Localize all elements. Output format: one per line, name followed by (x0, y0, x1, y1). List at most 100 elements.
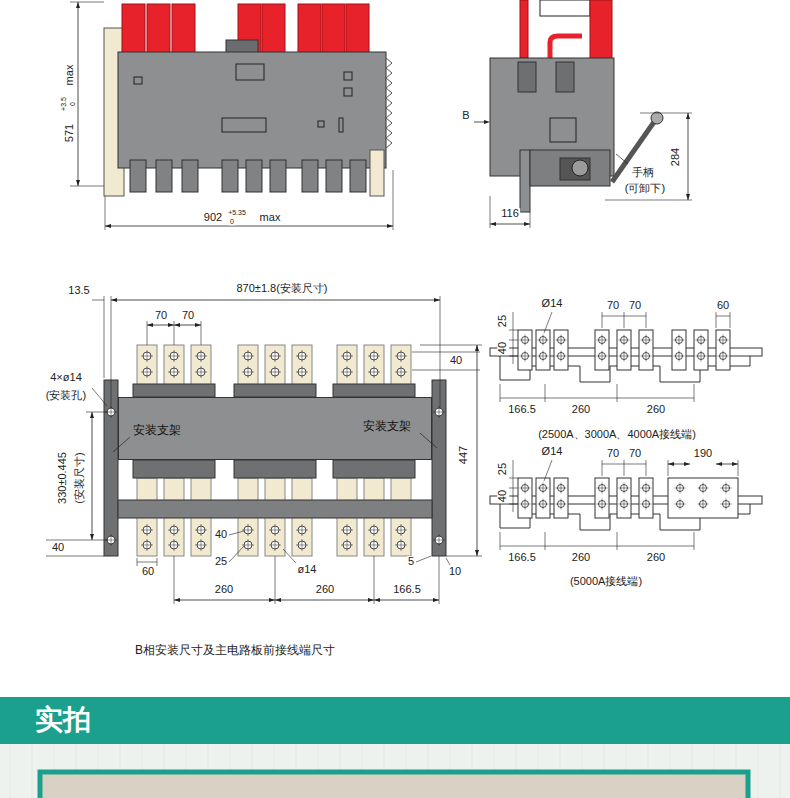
center-mark (201, 524, 202, 536)
extension-line (605, 200, 692, 201)
dimension-line (78, 2, 79, 186)
dimension-arrow (174, 323, 180, 327)
busbar (191, 345, 211, 385)
center-mark (401, 350, 402, 362)
dimension-label: 166.5 (507, 404, 537, 416)
dimension-label: 40 (497, 341, 509, 355)
center-mark (201, 539, 202, 551)
extension-line (420, 345, 482, 346)
busbar (292, 345, 312, 385)
cover (540, 0, 590, 16)
extension-line (530, 212, 531, 228)
center-mark (174, 350, 175, 362)
dimension-label: 0 (229, 218, 235, 225)
center-mark (701, 351, 702, 362)
dimension-line (137, 562, 157, 563)
dimension-label: ø14 (297, 564, 318, 576)
extension-line (716, 312, 717, 328)
dimension-line (275, 600, 374, 601)
dimension-label: 40 (497, 489, 509, 503)
dimension-arrow (475, 345, 479, 351)
extension-line (46, 540, 108, 541)
extension-line (509, 504, 518, 505)
leader-line (283, 549, 296, 563)
center-mark (347, 350, 348, 362)
center-mark (248, 350, 249, 362)
indicator (318, 121, 324, 127)
extension-line (70, 2, 104, 3)
terminal-bar (536, 330, 550, 370)
center-mark (701, 335, 702, 346)
dimension-label: 60 (141, 566, 155, 578)
center-mark (525, 499, 526, 510)
dimension-label: (安装尺寸) (74, 451, 86, 504)
terminal (302, 160, 318, 192)
center-mark (248, 366, 249, 378)
contact-block (298, 4, 321, 54)
side-plate (370, 150, 384, 196)
dimension-line (602, 464, 646, 465)
dimension-label: 10 (448, 566, 462, 578)
dimension-label: 70 (628, 448, 642, 460)
extension-line (509, 330, 518, 331)
extension-line (730, 312, 731, 328)
dimension-label: max (64, 64, 76, 87)
dimension-line (105, 226, 393, 227)
extension-line (46, 556, 104, 557)
extension-line (668, 460, 669, 476)
dimension-label: 902 (203, 212, 223, 224)
center-mark (602, 483, 603, 494)
dimension-arrow (374, 598, 380, 602)
center-mark (646, 351, 647, 362)
center-mark (347, 366, 348, 378)
extension-line (617, 532, 618, 550)
dimension-label: 166.5 (507, 552, 537, 564)
extension-line (174, 556, 175, 604)
mechanism (560, 158, 590, 180)
center-mark (703, 483, 704, 494)
extension-line (412, 352, 480, 353)
terminal-bar (595, 330, 609, 370)
dimension-label: 870±1.8(安装尺寸) (235, 283, 328, 295)
dimension-line (602, 316, 646, 317)
dimension-label: max (259, 212, 282, 224)
dimension-label: 70 (181, 310, 195, 322)
dimension-label: 25 (497, 314, 509, 328)
center-mark (602, 351, 603, 362)
button (344, 88, 352, 96)
extension-line (70, 186, 104, 187)
window (236, 64, 264, 80)
dimension-label: 70 (154, 310, 168, 322)
center-mark (561, 351, 562, 362)
terminal (222, 160, 238, 192)
center-mark (624, 335, 625, 346)
dimension-label: 25 (214, 556, 228, 568)
leader-line (416, 556, 431, 562)
terminal-bar (554, 478, 568, 518)
busbar (137, 345, 157, 385)
dimension-arrow (147, 323, 153, 327)
dimension-label: B (461, 110, 470, 122)
center-mark (679, 351, 680, 362)
center-mark (401, 539, 402, 551)
center-mark (248, 539, 249, 551)
terminal-bar (694, 330, 708, 370)
terminal-cap (133, 460, 215, 478)
terminal-bar (518, 330, 532, 370)
contact-block (346, 4, 369, 54)
base-block (530, 150, 610, 186)
center-mark (275, 539, 276, 551)
center-mark (726, 483, 727, 494)
section-band: 实拍 (0, 697, 790, 744)
dimension-arrow (105, 224, 111, 228)
extension-line (509, 356, 518, 357)
terminal-cap (234, 460, 316, 478)
center-mark (374, 350, 375, 362)
extension-line (624, 460, 625, 476)
terminal-bar (536, 478, 550, 518)
dimension-label: 260 (571, 404, 591, 416)
center-mark (439, 534, 440, 546)
extension-line (640, 113, 692, 114)
center-mark (401, 366, 402, 378)
dimension-line (716, 316, 730, 317)
